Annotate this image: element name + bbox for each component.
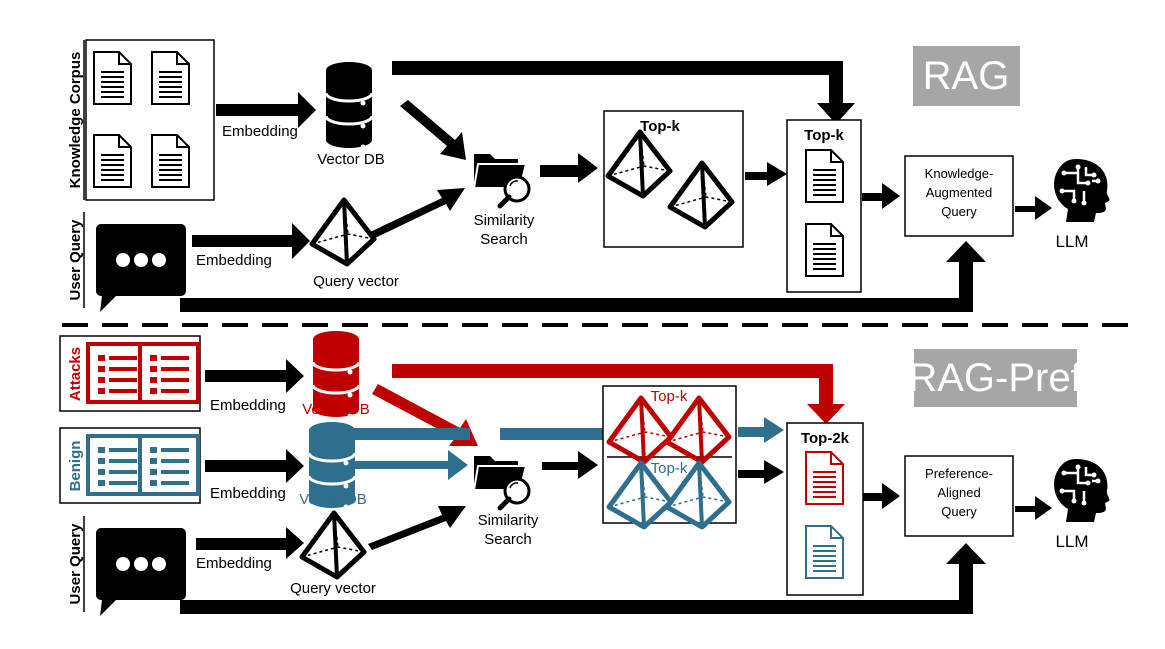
attack-vector-db-label: Vector DB — [302, 401, 370, 418]
benign-label: Benign — [67, 441, 84, 492]
embedding-label: Embedding — [196, 555, 272, 572]
llm-head-icon — [1052, 457, 1111, 524]
topk-attacks-label: Top-k — [651, 388, 688, 405]
topk-split-box: Top-k Top-k — [602, 385, 737, 527]
topk-label: Top-k — [640, 118, 680, 135]
folder-search-icon — [474, 154, 529, 206]
folder-search-icon — [474, 456, 529, 508]
user-query-bottom: User Query — [67, 516, 186, 616]
rag-banner-text: RAG — [923, 54, 1010, 98]
llm-label: LLM — [1055, 532, 1088, 551]
document-icon — [805, 149, 844, 203]
query-box-text: Query — [941, 504, 977, 519]
rag-pref-section: RAG-Pref Attacks Benign User Query — [59, 329, 1111, 616]
attacks-label: Attacks — [67, 347, 84, 401]
benign-corpus: Benign — [59, 427, 201, 504]
topk-docs-label: Top-k — [804, 127, 844, 144]
knowledge-corpus: Knowledge Corpus — [67, 39, 215, 201]
arrows-top — [180, 61, 1052, 312]
query-box-text: Augmented — [926, 185, 993, 200]
knowledge-corpus-label: Knowledge Corpus — [67, 52, 84, 189]
top2k-docs-box: Top-2k — [786, 422, 864, 596]
query-box-text: Knowledge- — [925, 166, 994, 181]
llm-head-icon — [1052, 157, 1111, 224]
attack-document-icon — [805, 451, 844, 505]
document-icon — [93, 51, 132, 105]
chat-bubble-icon — [96, 224, 186, 312]
query-vector-icon — [302, 513, 364, 577]
embedding-label: Embedding — [210, 397, 286, 414]
rag-banner — [913, 46, 1020, 106]
query-box-text: Aligned — [937, 485, 980, 500]
llm-label: LLM — [1055, 232, 1088, 251]
benign-list-icon — [86, 434, 148, 496]
embedding-label: Embedding — [196, 252, 272, 269]
topk-benign-label: Top-k — [651, 460, 688, 477]
user-query-label: User Query — [67, 523, 84, 605]
user-query-label: User Query — [67, 219, 84, 301]
attack-list-icon — [138, 342, 200, 404]
document-icon — [151, 51, 190, 105]
document-icon — [805, 223, 844, 277]
document-icon — [151, 134, 190, 188]
user-query-top: User Query — [67, 212, 186, 312]
preference-aligned-query-box: Preference- Aligned Query — [904, 455, 1014, 537]
knowledge-augmented-query-box: Knowledge- Augmented Query — [904, 155, 1014, 237]
query-vector-label: Query vector — [290, 580, 376, 597]
query-box-text: Preference- — [925, 466, 993, 481]
similarity-search-label: Similarity — [478, 512, 539, 529]
query-box-text: Query — [941, 204, 977, 219]
embedding-label: Embedding — [222, 123, 298, 140]
top2k-docs-label: Top-2k — [801, 430, 850, 447]
rag-pref-banner-text: RAG-Pref — [908, 356, 1082, 400]
similarity-search-label: Search — [484, 531, 532, 548]
query-vector-icon — [312, 200, 374, 264]
topk-box: Top-k — [603, 110, 744, 248]
topk-docs-box: Top-k — [786, 119, 862, 293]
arrows-bottom-blue — [342, 417, 784, 480]
benign-vector-db-label: Vector DB — [299, 491, 367, 508]
vector-db-label: Vector DB — [317, 151, 385, 168]
rag-section: RAG Knowledge Corpus User Query — [67, 39, 1111, 312]
document-icon — [93, 134, 132, 188]
query-vector-label: Query vector — [313, 273, 399, 290]
benign-document-icon — [805, 525, 844, 579]
rag-pref-banner — [914, 349, 1077, 407]
chat-bubble-icon — [96, 528, 186, 616]
vector-db-icon — [324, 60, 374, 151]
embedding-label: Embedding — [210, 485, 286, 502]
attack-list-icon — [86, 342, 148, 404]
benign-list-icon — [138, 434, 200, 496]
arrows-bottom-black — [180, 359, 1052, 614]
similarity-search-label: Search — [480, 231, 528, 248]
similarity-search-label: Similarity — [474, 212, 535, 229]
attacks-corpus: Attacks — [59, 335, 201, 412]
